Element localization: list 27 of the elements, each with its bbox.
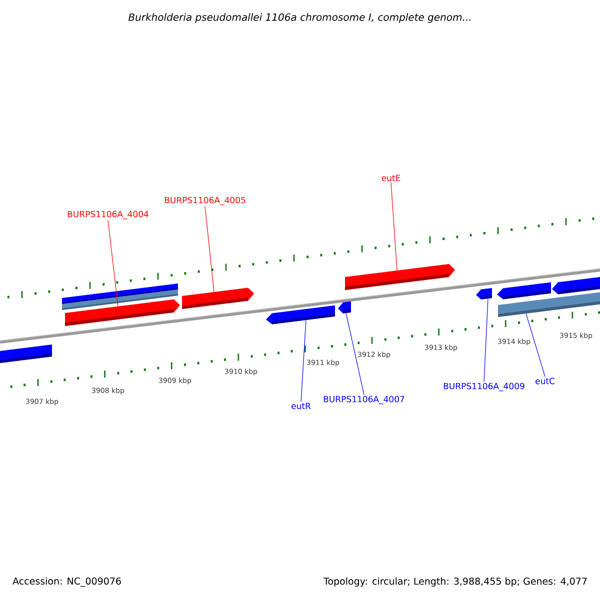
gene-label: eutE xyxy=(382,174,400,182)
title: Burkholderia pseudomallei 1106a chromosome I, complete genom... xyxy=(128,13,470,23)
gene-feature xyxy=(497,282,551,300)
gene-label: BURPS1106A_4004 xyxy=(68,210,148,220)
leader-line xyxy=(108,220,118,306)
gene-feature xyxy=(338,301,351,314)
gene-label: BURPS1106A_4007 xyxy=(324,396,404,404)
footer-text: Topology: circular; Length: 3,988,455 bp; Genes: 4,077 xyxy=(323,577,587,587)
leader-line xyxy=(390,182,398,271)
gene-feature xyxy=(182,288,254,309)
gene-label: eutC xyxy=(536,378,554,384)
leader-line xyxy=(300,320,306,402)
gene-label: BURPS1106A_4005 xyxy=(164,196,246,206)
gene-feature xyxy=(552,277,600,294)
gene-feature xyxy=(476,288,492,300)
footer-text: Accession: NC_009076 xyxy=(12,577,121,587)
gene-feature xyxy=(498,292,600,317)
gene-feature xyxy=(345,264,455,290)
leader-line xyxy=(204,206,214,292)
gene-feature xyxy=(0,344,52,363)
gene-feature xyxy=(266,305,335,324)
gene-label: BURPS1106A_4009 xyxy=(444,382,524,392)
gene-label: eutR xyxy=(292,402,311,410)
gene-feature xyxy=(65,299,180,326)
leader-line xyxy=(526,313,546,377)
leader-line xyxy=(346,312,364,395)
leader-line xyxy=(484,298,488,382)
